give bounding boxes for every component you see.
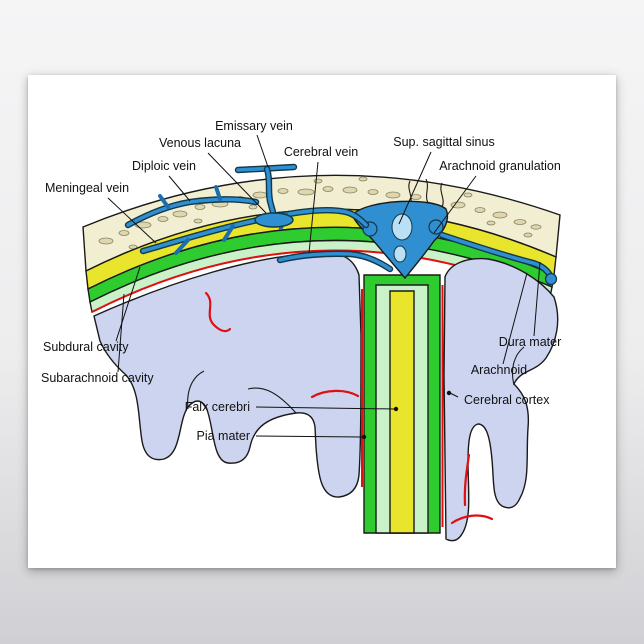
leader-subdural-cavity <box>115 266 141 342</box>
label-subarachnoid-cavity: Subarachnoid cavity <box>41 293 154 385</box>
venous-lacuna <box>254 212 294 228</box>
leader-meningeal-vein <box>107 197 157 244</box>
leader-subarachnoid-cavity <box>117 293 125 373</box>
right-vein-end <box>544 272 558 286</box>
label-cerebral-vein: Cerebral vein <box>284 145 358 254</box>
label-sup-sagittal-sinus-text: Sup. sagittal sinus <box>393 135 494 149</box>
label-diploic-vein-text: Diploic vein <box>132 159 196 173</box>
meninges-diagram: Emissary vein Venous lacuna Cerebral vei… <box>41 119 561 542</box>
arachnoid-granulation-right <box>428 219 444 235</box>
meningeal-vein-branch <box>174 238 190 255</box>
right-cerebral-hemisphere <box>443 257 559 542</box>
leader-cerebral-cortex <box>449 392 459 398</box>
central-fold-artery <box>310 389 360 399</box>
leader-dura-mater <box>533 261 541 337</box>
leader-dot-cerebral-cortex <box>446 390 452 396</box>
label-meningeal-vein: Meningeal vein <box>45 181 157 244</box>
label-dura-mater: Dura mater <box>499 261 562 349</box>
right-cortical-artery-branch <box>463 453 471 507</box>
leader-emissary-vein <box>256 134 269 168</box>
label-dura-mater-text: Dura mater <box>499 335 562 349</box>
veins <box>124 163 558 286</box>
label-cerebral-vein-text: Cerebral vein <box>284 145 358 159</box>
left-cortical-artery <box>204 291 232 333</box>
label-subdural-cavity: Subdural cavity <box>43 266 141 354</box>
label-venous-lacuna: Venous lacuna <box>159 136 267 214</box>
meningeal-vein-branch <box>222 224 235 242</box>
leader-sup-sagittal-sinus <box>398 151 432 225</box>
label-arachnoid-granulation-text: Arachnoid granulation <box>439 159 561 173</box>
falx-cerebri <box>361 274 444 534</box>
arteries <box>204 291 494 525</box>
poster-image: Emissary vein Venous lacuna Cerebral vei… <box>28 75 616 568</box>
sinus-lumen <box>391 213 413 241</box>
sulci-lines <box>187 346 525 414</box>
diploic-vein-branch <box>158 194 170 209</box>
leader-dot-falx-cerebri <box>393 406 399 412</box>
leader-arachnoid-granulation <box>433 175 477 234</box>
label-emissary-vein: Emissary vein <box>215 119 293 168</box>
label-arachnoid: Arachnoid <box>471 272 528 377</box>
label-pia-mater-text: Pia mater <box>197 429 251 443</box>
label-falx-cerebri: Falx cerebri <box>185 400 399 414</box>
label-falx-cerebri-text: Falx cerebri <box>185 400 250 414</box>
label-cerebral-cortex-text: Cerebral cortex <box>464 393 550 407</box>
left-cerebral-hemisphere <box>93 252 362 498</box>
label-cerebral-cortex: Cerebral cortex <box>446 390 550 407</box>
leader-dot-pia-mater <box>361 434 367 440</box>
label-sup-sagittal-sinus: Sup. sagittal sinus <box>393 135 495 225</box>
label-arachnoid-text: Arachnoid <box>471 363 527 377</box>
label-pia-mater: Pia mater <box>197 429 367 443</box>
label-venous-lacuna-text: Venous lacuna <box>159 136 241 150</box>
emissary-vein <box>265 167 275 214</box>
leader-venous-lacuna <box>207 152 267 214</box>
right-cortical-artery <box>450 514 494 525</box>
leader-diploic-vein <box>168 175 191 202</box>
diploic-vein <box>126 197 258 227</box>
label-subarachnoid-cavity-text: Subarachnoid cavity <box>41 371 154 385</box>
label-diploic-vein: Diploic vein <box>132 159 196 202</box>
sinus-lumen-lower <box>393 245 407 263</box>
label-arachnoid-granulation: Arachnoid granulation <box>433 159 561 234</box>
label-emissary-vein-text: Emissary vein <box>215 119 293 133</box>
label-subdural-cavity-text: Subdural cavity <box>43 340 129 354</box>
leader-cerebral-vein <box>308 161 319 254</box>
labels: Emissary vein Venous lacuna Cerebral vei… <box>41 119 561 443</box>
leader-falx-cerebri <box>255 406 395 410</box>
meningeal-vein <box>141 208 368 253</box>
right-meningeal-vein <box>440 233 553 279</box>
label-meningeal-vein-text: Meningeal vein <box>45 181 129 195</box>
falx-dura-band <box>389 290 415 534</box>
cerebral-vein <box>278 251 392 271</box>
superior-sagittal-sinus <box>351 200 449 280</box>
leader-pia-mater <box>255 435 363 438</box>
leader-arachnoid <box>502 272 528 365</box>
diploic-vein-branch <box>214 185 222 201</box>
